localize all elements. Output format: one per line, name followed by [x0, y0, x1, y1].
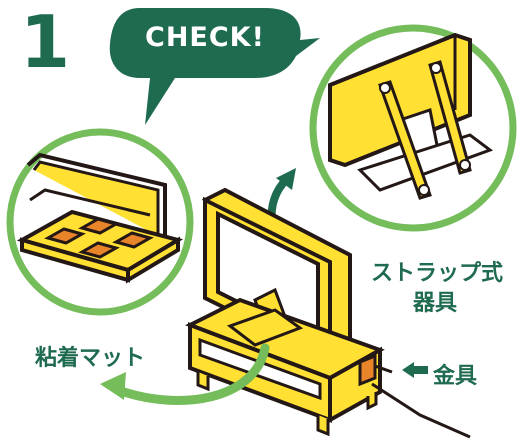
check-speech-bubble	[109, 8, 320, 125]
wall-bracket	[358, 353, 393, 387]
arrow-to-mat-circle	[100, 343, 270, 405]
step-number: 1	[20, 0, 71, 84]
strap-fixture-label-line2: 器具	[413, 291, 458, 316]
check-callout-text: CHECK!	[145, 22, 265, 53]
adhesive-mat-label: 粘着マット	[35, 346, 146, 371]
bracket-label: 金具	[433, 364, 478, 389]
bracket-pointer-arrow	[402, 362, 428, 378]
adhesive-pads	[44, 217, 154, 259]
strap-fixture-label-line1: ストラップ式	[371, 261, 504, 286]
adhesive-mat-zoom-circle	[6, 128, 194, 316]
strap-fixture-zoom-circle	[309, 24, 517, 232]
